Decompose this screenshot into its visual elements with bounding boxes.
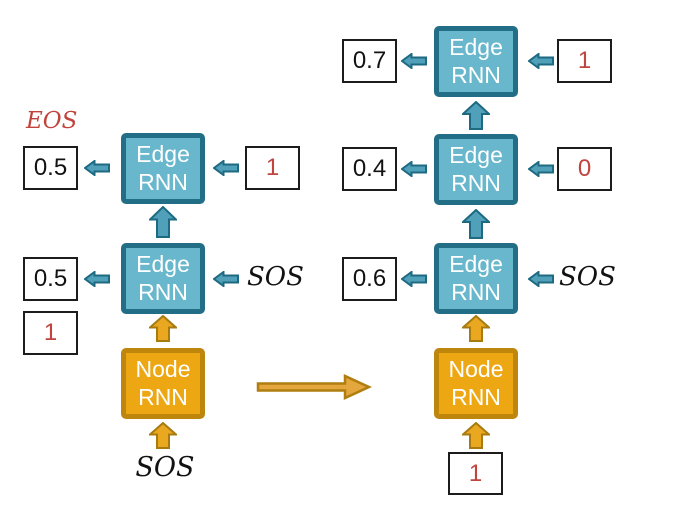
edge-rnn-label-line: Edge (449, 142, 503, 169)
node-rnn-label-line: RNN (138, 383, 188, 410)
node-arrow-up-icon (149, 422, 177, 449)
node-rnn-label-line: RNN (451, 383, 501, 410)
edge-rnn-box: Edge RNN (434, 243, 518, 314)
arrow-left-icon (213, 271, 239, 287)
sos-input-label: SOS (247, 262, 304, 292)
edge-rnn-label-line: RNN (138, 168, 188, 195)
arrow-left-icon (401, 271, 427, 287)
edge-rnn-label-line: RNN (138, 278, 188, 305)
edge-output-box: 0.4 (342, 147, 397, 191)
edge-input-box: 0 (557, 147, 612, 191)
arrow-left-icon (401, 53, 427, 69)
edge-rnn-box: Edge RNN (121, 133, 205, 204)
edge-output-box: 0.6 (342, 257, 397, 301)
node-rnn-box: Node RNN (121, 348, 205, 419)
arrow-left-icon (528, 161, 554, 177)
node-rnn-label-line: Node (135, 356, 191, 383)
node-arrow-up-icon (462, 315, 490, 342)
sos-node-input-label: SOS (135, 452, 195, 483)
node-rnn-box: Node RNN (434, 348, 518, 419)
edge-arrow-up-icon (462, 209, 490, 239)
edge-rnn-label-line: Edge (136, 141, 190, 168)
sampled-value-box: 1 (23, 311, 78, 355)
edge-rnn-label-line: Edge (136, 251, 190, 278)
edge-rnn-box: Edge RNN (434, 26, 518, 97)
edge-output-box: 0.7 (342, 39, 397, 83)
transition-arrow-icon (256, 374, 372, 400)
edge-output-box: 0.5 (23, 146, 78, 190)
arrow-left-icon (84, 271, 110, 287)
edge-input-box: 1 (557, 39, 612, 83)
arrow-left-icon (401, 161, 427, 177)
arrow-left-icon (213, 160, 239, 176)
edge-output-box: 0.5 (23, 257, 78, 301)
arrow-left-icon (84, 160, 110, 176)
sos-input-label: SOS (559, 262, 616, 292)
edge-rnn-box: Edge RNN (121, 243, 205, 314)
edge-rnn-label-line: RNN (451, 61, 501, 88)
edge-rnn-label-line: RNN (451, 169, 501, 196)
node-rnn-label-line: Node (448, 356, 504, 383)
edge-arrow-up-icon (462, 101, 490, 130)
edge-rnn-label-line: Edge (449, 251, 503, 278)
edge-rnn-label-line: RNN (451, 278, 501, 305)
node-arrow-up-icon (149, 315, 177, 342)
node-arrow-up-icon (462, 422, 490, 449)
edge-rnn-box: Edge RNN (434, 134, 518, 205)
edge-arrow-up-icon (149, 206, 177, 238)
edge-rnn-label-line: Edge (449, 34, 503, 61)
node-input-box: 1 (448, 452, 503, 495)
arrow-left-icon (528, 53, 554, 69)
edge-input-box: 1 (245, 146, 300, 190)
eos-label: EOS (26, 108, 78, 134)
arrow-left-icon (528, 271, 554, 287)
